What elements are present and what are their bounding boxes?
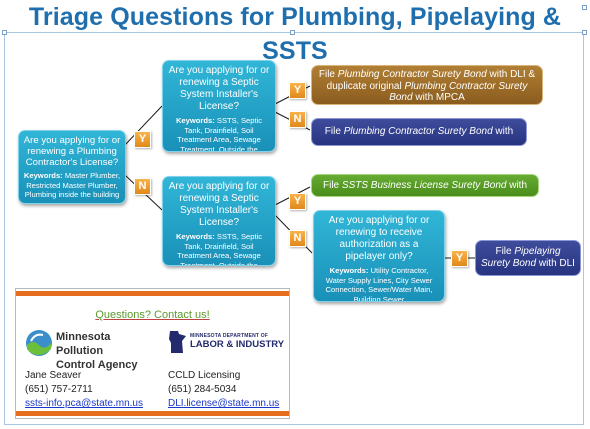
contact-name: Jane Seaver [25,370,82,381]
resize-handle[interactable] [290,30,295,35]
answer-yes: Y [289,193,306,210]
keywords-label: Keywords: [329,266,369,275]
contact-email-link[interactable]: ssts-info.pca@state.mn.us [25,398,143,409]
accent-bar-top [16,291,289,296]
contact-email-link[interactable]: DLI.license@state.mn.us [168,398,280,409]
keywords-text: Utility Contractor, Water Supply Lines, … [325,266,433,302]
question-text: Are you applying for or renewing to rece… [328,215,430,262]
contact-phone: (651) 284-5034 [168,384,237,395]
keywords-label: Keywords: [175,232,215,241]
contact-panel: Questions? Contact us! Minnesota Polluti… [15,288,290,419]
mpca-logo-icon [26,330,52,356]
septic-license-question-no-branch: Are you applying for or renewing a Septi… [162,176,276,266]
answer-yes: Y [451,250,468,267]
dli-top-text: MINNESOTA DEPARTMENT OF [190,333,269,339]
result-plumbing-bond-dli-mpca: File Plumbing Contractor Surety Bond wit… [311,65,543,105]
keywords-text: Master Plumber, Restricted Master Plumbe… [24,171,121,199]
pipelayer-question: Are you applying for or renewing to rece… [313,210,445,302]
dli-main-text: LABOR & INDUSTRY [190,339,285,350]
question-text: Are you applying for or renewing a Plumb… [23,135,121,168]
keywords-label: Keywords: [23,171,63,180]
contact-name: CCLD Licensing [168,370,241,381]
keywords-label: Keywords: [175,116,215,125]
result-plumbing-bond-dli: File Plumbing Contractor Surety Bond wit… [311,118,527,146]
accent-bar-bottom [16,411,289,416]
result-ssts-bond-mcpa: File SSTS Business License Surety Bond w… [311,174,539,197]
answer-no: N [289,111,306,128]
contact-heading: Questions? Contact us! [95,309,210,321]
answer-no: N [134,178,151,195]
contact-dli: CCLD Licensing (651) 284-5034 DLI.licens… [168,369,279,411]
contact-mpca: Jane Seaver (651) 757-2711 ssts-info.pca… [25,369,143,411]
answer-no: N [289,230,306,247]
page-title: Triage Questions for Plumbing, Pipelayin… [28,3,562,65]
plumbing-license-question: Are you applying for or renewing a Plumb… [18,130,126,204]
result-pipelaying-bond: File Pipelaying Surety Bond with DLI [475,240,581,276]
resize-handle[interactable] [582,30,587,35]
septic-license-question-yes-branch: Are you applying for or renewing a Septi… [162,60,276,152]
mpca-logo: Minnesota Pollution Control Agency [25,327,155,371]
question-text: Are you applying for or renewing a Septi… [168,181,270,228]
keywords-text: SSTS, Septic Tank, Drainfield, Soil Trea… [177,232,263,266]
answer-yes: Y [134,131,151,148]
contact-phone: (651) 757-2711 [25,384,93,395]
resize-handle[interactable] [582,5,587,10]
answer-yes: Y [289,82,306,99]
keywords-text: SSTS, Septic Tank, Drainfield, Soil Trea… [177,116,263,152]
question-text: Are you applying for or renewing a Septi… [168,65,270,112]
mpca-name: Minnesota Pollution Control Agency [56,331,138,371]
minnesota-state-icon [169,331,186,353]
resize-handle[interactable] [2,30,7,35]
dli-logo: MINNESOTA DEPARTMENT OF LABOR & INDUSTRY [168,329,288,357]
